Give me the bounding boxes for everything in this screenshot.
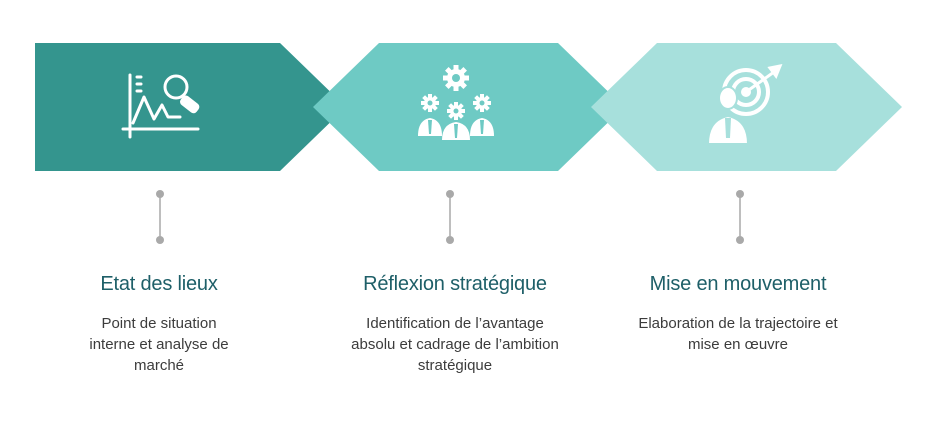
step-2-description-line: absolu et cadrage de l’ambition — [351, 336, 559, 353]
step-3-title: Mise en mouvement — [649, 273, 827, 295]
step-1-title: Etat des lieux — [100, 273, 218, 295]
step-1-description-line: Point de situation — [101, 315, 217, 332]
team-gears-icon — [418, 65, 494, 140]
step-3-description-line: mise en œuvre — [687, 336, 789, 353]
step-2-description-line: stratégique — [417, 357, 493, 374]
step-3-description: Elaboration de la trajectoire et mise en… — [608, 313, 868, 355]
step-1-description-line: marché — [133, 357, 185, 374]
step-3-description-line: Elaboration de la trajectoire et — [638, 315, 838, 332]
step-1-description-line: interne et analyse de — [89, 336, 229, 353]
chevron-step-2 — [313, 43, 624, 171]
step-2-description: Identification de l’avantage absolu et c… — [325, 313, 585, 376]
chevron-arrows — [35, 43, 902, 171]
connector-step-1 — [156, 190, 164, 244]
chart-magnifier-icon — [121, 73, 200, 139]
step-2-title: Réflexion stratégique — [363, 273, 547, 295]
step-1-description: Point de situation interne et analyse de… — [29, 313, 289, 376]
chevron-step-3 — [591, 43, 902, 171]
connector-step-3 — [736, 190, 744, 244]
connector-step-2 — [446, 190, 454, 244]
person-target-icon — [706, 64, 783, 145]
step-2-description-line: Identification de l’avantage — [366, 315, 544, 332]
